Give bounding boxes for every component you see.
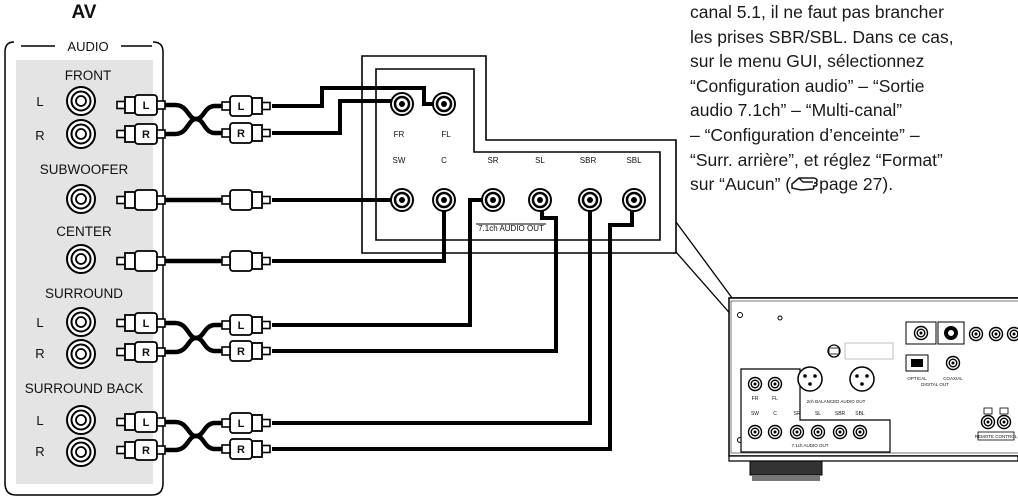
av-title: AV bbox=[72, 2, 97, 23]
av-bracket bbox=[4, 41, 164, 496]
subwoofer-jack bbox=[66, 184, 96, 214]
svg-text:R: R bbox=[142, 347, 150, 359]
svg-text:C: C bbox=[773, 411, 777, 417]
front-l-jack bbox=[66, 86, 96, 116]
group-center-label: CENTER bbox=[56, 224, 112, 239]
svg-text:2ch BALANCED AUDIO OUT: 2ch BALANCED AUDIO OUT bbox=[807, 399, 866, 404]
svg-text:DIGITAL OUT: DIGITAL OUT bbox=[921, 382, 949, 387]
svg-text:SBL: SBL bbox=[855, 411, 865, 417]
svg-text:FL: FL bbox=[772, 396, 778, 402]
player-side-plugs bbox=[221, 95, 271, 460]
svg-text:7.1ch AUDIO OUT: 7.1ch AUDIO OUT bbox=[791, 443, 828, 448]
svg-text:L: L bbox=[143, 318, 150, 330]
svg-text:FL: FL bbox=[441, 130, 451, 139]
note-last-line: sur “Aucun” (page 27). bbox=[690, 174, 894, 195]
sw-output-jack bbox=[389, 187, 415, 213]
svg-text:SL: SL bbox=[535, 156, 545, 165]
output-caption: 7.1ch AUDIO OUT bbox=[478, 224, 544, 233]
surround-l-label: L bbox=[36, 315, 43, 330]
wires bbox=[272, 86, 634, 451]
front-r-label: R bbox=[35, 128, 44, 143]
output-panel-zoom: FR FL SW C SR SL SBR SBL 7.1ch AUDIO OUT bbox=[361, 55, 677, 254]
svg-text:R: R bbox=[237, 346, 245, 358]
surround-r-jack bbox=[66, 339, 96, 369]
surround-back-r-label: R bbox=[35, 444, 44, 459]
front-l-label: L bbox=[36, 94, 43, 109]
svg-text:SBR: SBR bbox=[835, 411, 846, 417]
group-front-label: FRONT bbox=[65, 68, 112, 83]
cables bbox=[162, 102, 225, 453]
note-line: sur le menu GUI, sélectionnez bbox=[690, 51, 925, 72]
note-line: canal 5.1, il ne faut pas brancher bbox=[690, 2, 944, 22]
svg-text:L: L bbox=[143, 417, 150, 429]
output-panel-outline bbox=[361, 55, 677, 254]
surround-back-l-label: L bbox=[36, 413, 43, 428]
svg-text:COAXIAL: COAXIAL bbox=[943, 376, 963, 381]
fr-output-jack bbox=[389, 91, 415, 117]
svg-text:R: R bbox=[142, 129, 150, 141]
svg-text:L: L bbox=[238, 418, 245, 430]
fl-output-jack bbox=[431, 91, 457, 117]
svg-text:SBR: SBR bbox=[580, 156, 597, 165]
group-subwoofer-label: SUBWOOFER bbox=[40, 162, 129, 177]
sbr-output-jack bbox=[577, 187, 603, 213]
svg-text:L: L bbox=[143, 100, 150, 112]
note-line: – “Configuration d’enceinte” – bbox=[690, 124, 920, 145]
instruction-note: canal 5.1, il ne faut pas brancher les p… bbox=[690, 0, 1016, 197]
front-r-jack bbox=[66, 119, 96, 149]
svg-text:SR: SR bbox=[487, 156, 498, 165]
note-line: audio 7.1ch” – “Multi-canal” bbox=[690, 100, 903, 121]
surround-back-l-jack bbox=[66, 405, 96, 435]
surround-l-jack bbox=[66, 307, 96, 337]
svg-text:OPTICAL: OPTICAL bbox=[907, 376, 927, 381]
note-line: les prises SBR/SBL. Dans ce cas, bbox=[690, 26, 954, 47]
pointing-hand-icon bbox=[791, 177, 818, 191]
c-output-jack bbox=[431, 187, 457, 213]
surround-back-r-jack bbox=[66, 437, 96, 467]
svg-text:FR: FR bbox=[752, 396, 759, 402]
player-rear-panel: FR FL SW C SR SL SBR SBL 7.1ch AUDIO OUT… bbox=[728, 297, 1018, 481]
plug-channel-letters: L R L R L R L R L R L R bbox=[142, 100, 245, 457]
svg-text:R: R bbox=[237, 444, 245, 456]
svg-text:SW: SW bbox=[751, 411, 759, 417]
svg-text:SL: SL bbox=[815, 411, 821, 417]
svg-text:L: L bbox=[238, 101, 245, 113]
svg-text:R: R bbox=[142, 445, 150, 457]
svg-text:R: R bbox=[237, 128, 245, 140]
center-jack bbox=[66, 244, 96, 274]
audio-label: AUDIO bbox=[67, 39, 108, 54]
sl-output-jack bbox=[527, 187, 553, 213]
svg-text:L: L bbox=[238, 320, 245, 332]
note-line: “Configuration audio” – “Sortie bbox=[690, 75, 925, 96]
svg-text:FR: FR bbox=[394, 130, 405, 139]
sbl-output-jack bbox=[621, 187, 647, 213]
svg-text:SW: SW bbox=[393, 156, 406, 165]
sr-output-jack bbox=[480, 187, 506, 213]
svg-text:SBL: SBL bbox=[626, 156, 642, 165]
group-surround-back-label: SURROUND BACK bbox=[25, 381, 144, 396]
note-line: “Surr. arrière”, et réglez “Format” bbox=[690, 149, 943, 170]
group-surround-label: SURROUND bbox=[45, 286, 123, 301]
svg-text:SR: SR bbox=[794, 411, 801, 417]
svg-text:REMOTE CONTROL: REMOTE CONTROL bbox=[975, 434, 1018, 439]
svg-text:C: C bbox=[441, 156, 447, 165]
surround-r-label: R bbox=[35, 346, 44, 361]
